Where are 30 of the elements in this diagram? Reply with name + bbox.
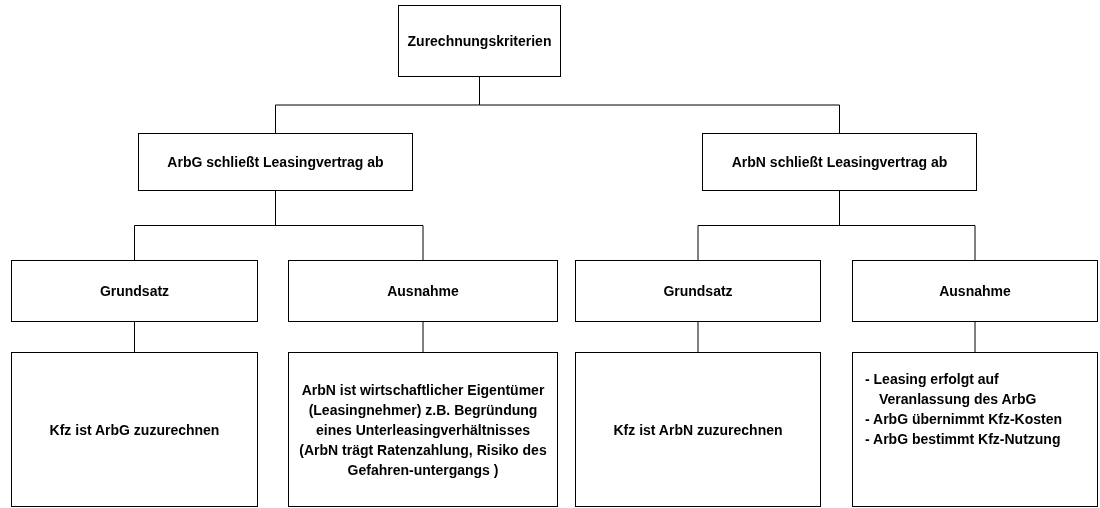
box-text: Zurechnungskriterien (407, 32, 552, 51)
text-box (398, 5, 561, 77)
box-text: Kfz ist ArbN zuzurechnen (613, 420, 783, 440)
box-text: ArbN schließt Leasingvertrag ab (731, 153, 948, 172)
text-box (575, 352, 821, 507)
box-text: Ausnahme (939, 282, 1011, 301)
box-text: Grundsatz (663, 282, 733, 301)
box-text: ArbG schließt Leasingvertrag ab (167, 153, 384, 172)
connector-line (839, 190, 976, 261)
text-box (575, 260, 821, 322)
text-box (702, 133, 977, 191)
text-box (11, 352, 258, 507)
connector-line (134, 321, 135, 353)
connector-line (974, 321, 976, 353)
connector-line (275, 190, 424, 261)
list-item: - ArbG übernimmt Kfz-Kosten (865, 410, 1063, 429)
text-box (852, 352, 1098, 507)
box-text: ArbN ist wirtschaftlicher Eigentümer (Leasingnehmer) z.B. Begründung eines Unterleasingverhältnisses (ArbN trägt Ratenzahlung, Risiko des Gefahren-untergangs ) (298, 380, 548, 480)
connector-line (697, 321, 699, 353)
list-item: - ArbG bestimmt Kfz-Nutzung (865, 430, 1061, 449)
text-box (11, 260, 258, 322)
box-text: Ausnahme (387, 282, 459, 301)
text-box (852, 260, 1098, 322)
text-box (288, 260, 558, 322)
text-box (138, 133, 413, 191)
box-text: Grundsatz (99, 282, 170, 301)
text-box (288, 352, 558, 507)
box-text: Kfz ist ArbG zuzurechnen (49, 420, 220, 440)
connector-line (422, 321, 424, 353)
list-item: - Leasing erfolgt auf Veranlassung des ArbG (865, 370, 1038, 409)
